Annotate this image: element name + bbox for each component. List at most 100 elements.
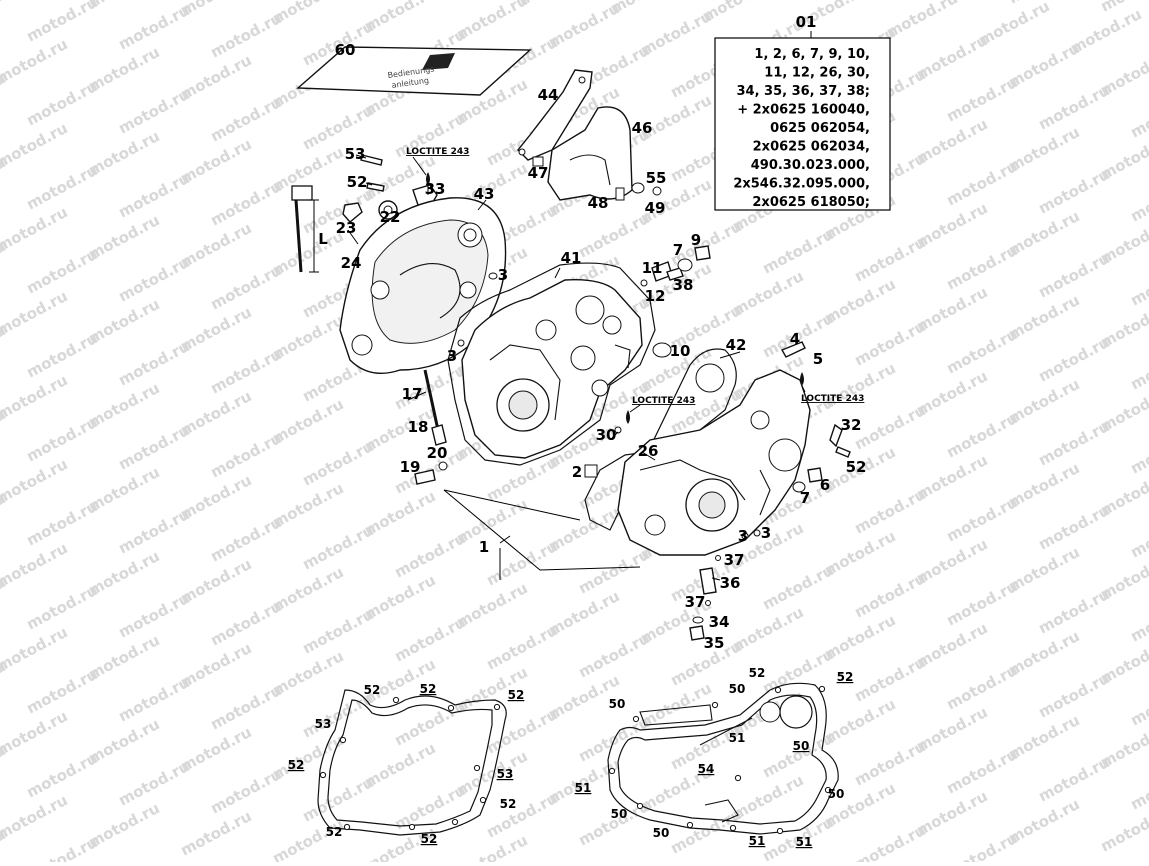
label-23: 23 — [336, 219, 357, 237]
label-52-right: 52 — [846, 458, 867, 476]
small-parts — [414, 245, 851, 641]
kit-box-frame — [714, 37, 891, 211]
label-38: 38 — [673, 276, 694, 294]
label-3-b: 3 — [447, 347, 457, 365]
label-18: 18 — [408, 418, 429, 436]
label-52-top: 52 — [347, 173, 368, 191]
watermark-text: motod.ru — [1127, 593, 1149, 645]
label-10: 10 — [670, 342, 691, 360]
label-5: 5 — [813, 350, 823, 368]
watermark-text: motod.ru — [943, 829, 1020, 862]
label-17: 17 — [402, 385, 423, 403]
label-20: 20 — [427, 444, 448, 462]
label-9: 9 — [691, 231, 701, 249]
manual-part-60: Bedienungs anleitung — [296, 46, 532, 96]
label-35: 35 — [704, 634, 725, 652]
watermark-text: motod.ru — [0, 0, 9, 38]
gasket-right-50-d: 50 — [828, 787, 845, 801]
kit-line: 2x546.32.095.000, — [733, 177, 870, 192]
kit-line: 2x0625 062034, — [753, 140, 870, 155]
gasket-right-50-e: 50 — [611, 807, 628, 821]
gasket-left-52-c: 52 — [508, 688, 525, 702]
gasket-right-50-b: 50 — [609, 697, 626, 711]
gasket-left-53-a: 53 — [315, 717, 332, 731]
gasket-right-50-f: 50 — [653, 826, 670, 840]
kit-header: 01 — [796, 13, 817, 31]
label-37-b: 37 — [685, 593, 706, 611]
label-55: 55 — [646, 169, 667, 187]
kit-line: 34, 35, 36, 37, 38; — [736, 84, 870, 99]
gasket-right-52-a: 52 — [749, 666, 766, 680]
assembly-frame — [443, 489, 641, 571]
watermark-text: motod.ru — [1097, 803, 1149, 855]
leader-lines — [347, 154, 741, 581]
dimension-L: L — [318, 230, 328, 248]
label-37-a: 37 — [724, 551, 745, 569]
gasket-right-50-c: 50 — [793, 739, 810, 753]
gasket-left-52-d: 52 — [288, 758, 305, 772]
label-4: 4 — [790, 330, 800, 348]
label-49: 49 — [645, 199, 666, 217]
gasket-right-51-d: 51 — [796, 835, 813, 849]
label-19: 19 — [400, 458, 421, 476]
label-12: 12 — [645, 287, 666, 305]
gasket-right-50-a: 50 — [729, 682, 746, 696]
label-26: 26 — [638, 442, 659, 460]
label-43: 43 — [474, 185, 495, 203]
gasket-right-51-c: 51 — [749, 834, 766, 848]
crankcase-right — [584, 348, 811, 556]
watermark-text: motod.ru — [1127, 677, 1149, 729]
watermark-text: motod.ru — [1127, 173, 1149, 225]
label-53: 53 — [345, 145, 366, 163]
kit-box: 01 1, 2, 6, 7, 9, 10,11, 12, 26, 30,34, … — [714, 13, 891, 211]
watermark-text: motod.ru — [1127, 425, 1149, 477]
gasket-left-52-f: 52 — [326, 825, 343, 839]
kit-line: 1, 2, 6, 7, 9, 10, — [754, 47, 870, 62]
chain-guard-parts — [517, 69, 662, 201]
label-2: 2 — [572, 463, 582, 481]
loctite-label-right: LOCTITE 243 — [801, 394, 864, 404]
kit-line: 2x0625 618050; — [752, 195, 870, 210]
watermark-text: motod.ru — [1127, 257, 1149, 309]
label-1: 1 — [479, 538, 489, 556]
clutch-cover-43 — [339, 197, 507, 374]
watermark-text: motod.ru — [1127, 509, 1149, 561]
gasket-left-52-e: 52 — [500, 797, 517, 811]
watermark-text: motod.ru — [1127, 89, 1149, 141]
watermark-text: motod.ru — [23, 833, 100, 862]
kit-line: + 2x0625 160040, — [737, 103, 870, 118]
gasket-left-52-b: 52 — [420, 682, 437, 696]
watermark-text: motod.ru — [1127, 761, 1149, 813]
gasket-right-52-b: 52 — [837, 670, 854, 684]
label-24: 24 — [341, 254, 362, 272]
kit-line: 0625 062054, — [770, 121, 870, 136]
gasket-right-54: 54 — [698, 762, 715, 776]
crankcase-left — [447, 262, 656, 466]
label-48: 48 — [588, 194, 609, 212]
gasket-left-53-b: 53 — [497, 767, 514, 781]
label-33: 33 — [425, 180, 446, 198]
label-7-a: 7 — [673, 241, 683, 259]
gasket-left-52-g: 52 — [421, 832, 438, 846]
watermark-text: motod.ru — [851, 821, 928, 862]
gasket-left-52-a: 52 — [364, 683, 381, 697]
clutch-cover-fasteners — [291, 154, 438, 273]
loctite-labels: LOCTITE 243 LOCTITE 243 LOCTITE 243 — [406, 147, 864, 413]
watermark-text: motod.ru — [1127, 341, 1149, 393]
gasket-numbers: 52 52 52 53 52 53 52 52 52 52 52 50 50 5… — [288, 666, 854, 849]
label-42: 42 — [726, 336, 747, 354]
label-22: 22 — [380, 208, 401, 226]
label-7-b: 7 — [800, 489, 810, 507]
label-41: 41 — [561, 249, 582, 267]
kit-list: 1, 2, 6, 7, 9, 10,11, 12, 26, 30,34, 35,… — [733, 47, 870, 210]
label-3-c: 3 — [738, 527, 748, 545]
label-34: 34 — [709, 613, 730, 631]
gasket-left — [317, 689, 507, 836]
label-11: 11 — [642, 259, 663, 277]
label-46: 46 — [632, 119, 653, 137]
loctite-label-top: LOCTITE 243 — [406, 147, 469, 157]
gasket-right — [607, 682, 839, 835]
label-47: 47 — [528, 164, 549, 182]
